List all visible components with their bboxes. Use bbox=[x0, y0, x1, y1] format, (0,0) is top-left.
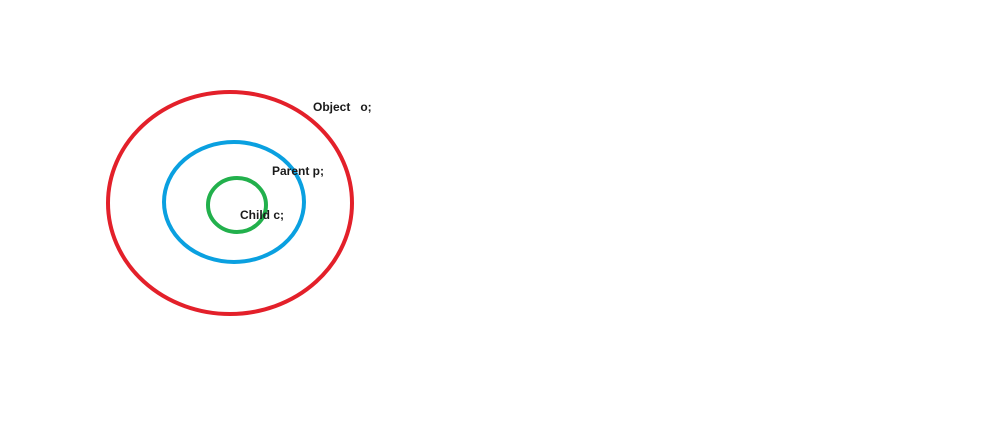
parent-label: Parent p; bbox=[272, 164, 325, 178]
parent-scope-ellipse bbox=[162, 140, 306, 264]
object-scope-ellipse bbox=[106, 90, 354, 316]
object-label: Object o; bbox=[313, 100, 372, 114]
child-scope-ellipse bbox=[206, 176, 268, 234]
child-label: Child c; bbox=[240, 208, 284, 222]
